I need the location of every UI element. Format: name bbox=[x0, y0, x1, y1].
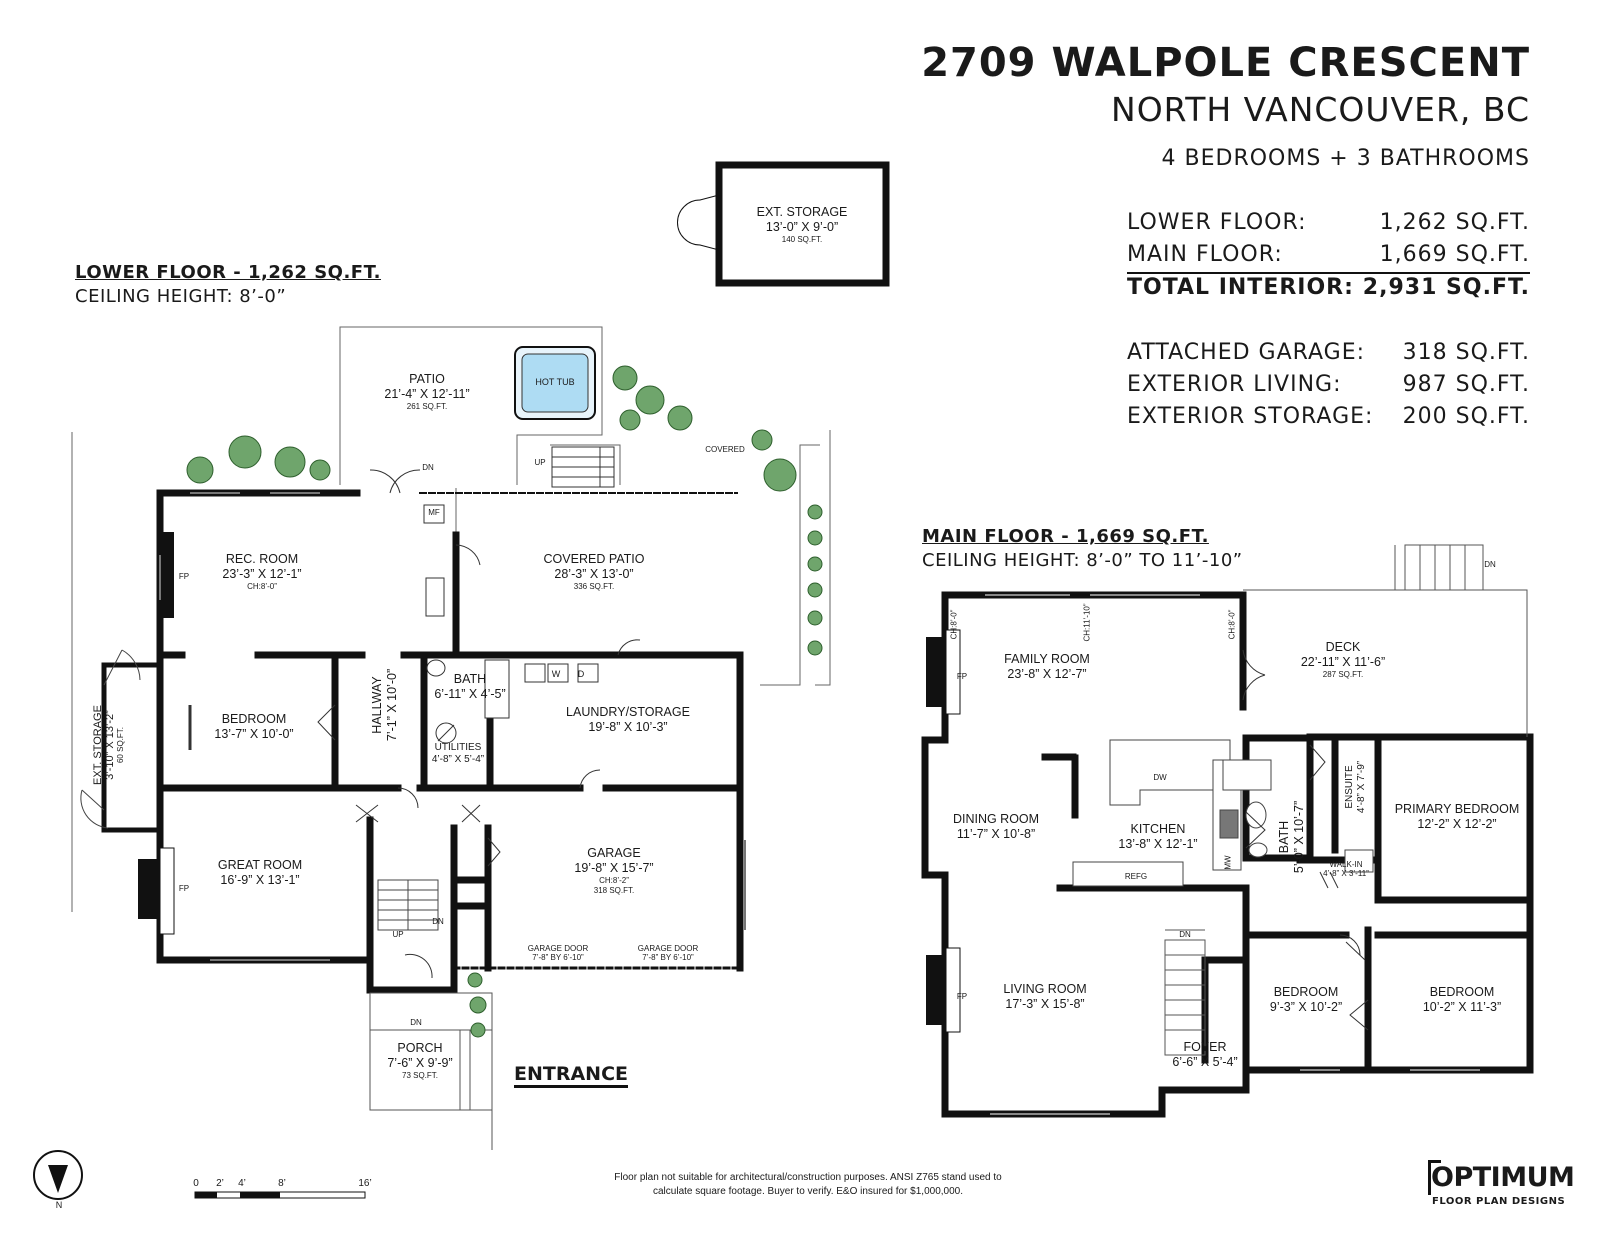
dryer-label: D bbox=[577, 669, 585, 679]
ch-label-2: CH:11’-10” bbox=[1082, 603, 1092, 642]
room-utilities: UTILITIES 4’-8” X 5’-4” bbox=[431, 742, 485, 765]
scale-label-16: 16’ bbox=[358, 1178, 372, 1189]
dn-label-foyer: DN bbox=[1179, 930, 1191, 939]
room-deck: DECK 22’-11” X 11’-6” 287 SQ.FT. bbox=[1300, 640, 1386, 679]
room-walk-in: WALK-IN 4’-8” X 3’-11” bbox=[1323, 860, 1369, 878]
porch-outline bbox=[369, 992, 493, 1111]
stat-label-total: TOTAL INTERIOR: bbox=[1127, 275, 1354, 300]
stat-value-lower: 1,262 SQ.FT. bbox=[1379, 210, 1530, 235]
stat-label-lower: LOWER FLOOR: bbox=[1127, 210, 1307, 235]
room-ext-storage-top: EXT. STORAGE 13’-0” X 9’-0” 140 SQ.FT. bbox=[756, 205, 848, 244]
ch-label-3: CH:8’-0” bbox=[1227, 609, 1237, 640]
room-covered-patio: COVERED PATIO 28’-3” X 13’-0” 336 SQ.FT. bbox=[543, 552, 645, 591]
dn-label-porch: DN bbox=[410, 1018, 422, 1027]
room-garage: GARAGE 19’-8” X 15’-7” CH:8’-2” 318 SQ.F… bbox=[574, 846, 654, 895]
stat-label-main: MAIN FLOOR: bbox=[1127, 242, 1283, 267]
bed-bath-count: 4 BEDROOMS + 3 BATHROOMS bbox=[1161, 146, 1530, 171]
room-great-room: GREAT ROOM 16’-9” X 13’-1” bbox=[217, 858, 303, 887]
room-living-room: LIVING ROOM 17’-3” X 15’-8” bbox=[1003, 982, 1087, 1011]
room-bedroom-lower: BEDROOM 13’-7” X 10’-0” bbox=[214, 712, 294, 741]
room-bath-main: BATH 5’-0” X 10’-7” bbox=[1277, 800, 1306, 874]
scale-label-0: 0 bbox=[193, 1178, 199, 1189]
stat-value-ext-living: 987 SQ.FT. bbox=[1402, 372, 1530, 397]
microwave-label: MW bbox=[1223, 855, 1233, 870]
stat-label-ext-storage: EXTERIOR STORAGE: bbox=[1127, 404, 1374, 429]
stat-label-garage: ATTACHED GARAGE: bbox=[1127, 340, 1366, 365]
room-hallway: HALLWAY 7’-1” X 10’-0” bbox=[370, 668, 399, 742]
logo-name: OPTIMUM bbox=[1431, 1162, 1575, 1193]
room-kitchen: KITCHEN 13’-8” X 12’-1” bbox=[1118, 822, 1198, 851]
lower-floor-title: LOWER FLOOR - 1,262 SQ.FT. bbox=[75, 262, 381, 283]
room-porch: PORCH 7’-6” X 9’-9” 73 SQ.FT. bbox=[387, 1041, 453, 1080]
fp-label-living: FP bbox=[956, 992, 968, 1001]
room-foyer: FOYER 6’-6” X 5’-4” bbox=[1172, 1040, 1238, 1069]
ext-storage-side-outline bbox=[101, 662, 163, 833]
stat-value-ext-storage: 200 SQ.FT. bbox=[1402, 404, 1530, 429]
scale-label-8: 8’ bbox=[278, 1178, 286, 1189]
fp-label-great: FP bbox=[178, 884, 190, 893]
patio-outline bbox=[339, 326, 603, 485]
room-ensuite: ENSUITE 4’-8” X 7’-9” bbox=[1344, 760, 1367, 814]
compass-north-label: N bbox=[55, 1200, 63, 1210]
up-label-entry: UP bbox=[392, 930, 404, 939]
dn-label-entry: DN bbox=[432, 917, 444, 926]
room-bath-lower: BATH 6’-11” X 4’-5” bbox=[434, 672, 506, 701]
stat-value-main: 1,669 SQ.FT. bbox=[1379, 242, 1530, 267]
main-floor-outline bbox=[941, 591, 1247, 711]
main-floor-ceiling: CEILING HEIGHT: 8’-0” TO 11’-10” bbox=[922, 550, 1243, 571]
covered-label: COVERED bbox=[705, 445, 745, 454]
stat-value-garage: 318 SQ.FT. bbox=[1402, 340, 1530, 365]
fridge-label: REFG bbox=[1124, 872, 1148, 881]
dn-label-deck: DN bbox=[1484, 560, 1496, 569]
room-family-room: FAMILY ROOM 23’-8” X 12’-7” bbox=[1004, 652, 1090, 681]
garage-door-2-label: GARAGE DOOR 7’-8” BY 6’-10” bbox=[637, 944, 699, 962]
lower-floor-ceiling: CEILING HEIGHT: 8’-0” bbox=[75, 286, 287, 307]
up-label-patio: UP bbox=[534, 458, 546, 467]
fireplace-rec-room bbox=[160, 532, 174, 618]
logo-tagline: FLOOR PLAN DESIGNS bbox=[1432, 1196, 1566, 1207]
scale-label-4: 4’ bbox=[238, 1178, 246, 1189]
mf-label: MF bbox=[428, 508, 440, 517]
ext-storage-top-outline bbox=[715, 161, 890, 287]
room-laundry: LAUNDRY/STORAGE 19’-8” X 10’-3” bbox=[566, 705, 690, 734]
room-patio: PATIO 21’-4” X 12’-11” 261 SQ.FT. bbox=[384, 372, 470, 411]
stat-label-ext-living: EXTERIOR LIVING: bbox=[1127, 372, 1342, 397]
stat-value-total: 2,931 SQ.FT. bbox=[1362, 275, 1530, 300]
compass-icon bbox=[33, 1150, 83, 1200]
room-dining-room: DINING ROOM 11’-7” X 10’-8” bbox=[952, 812, 1040, 841]
city-subtitle: NORTH VANCOUVER, BC bbox=[1111, 90, 1530, 129]
room-primary-bedroom: PRIMARY BEDROOM 12’-2” X 12’-2” bbox=[1394, 802, 1520, 831]
scale-bar bbox=[194, 1191, 366, 1199]
entrance-label: ENTRANCE bbox=[514, 1063, 628, 1088]
total-divider bbox=[1127, 272, 1530, 274]
fp-label-rec: FP bbox=[178, 572, 190, 581]
ch-label-1: CH:8’-0” bbox=[949, 609, 959, 640]
disclaimer-text: Floor plan not suitable for architectura… bbox=[614, 1172, 1002, 1197]
room-ext-storage-side: EXT. STORAGE 3’-10” X 13’-2” 60 SQ.FT. bbox=[92, 705, 125, 785]
deck-outline bbox=[1243, 589, 1528, 737]
room-bedroom-main-1: BEDROOM 9’-3” X 10’-2” bbox=[1269, 985, 1343, 1014]
room-bedroom-main-2: BEDROOM 10’-2” X 11’-3” bbox=[1422, 985, 1502, 1014]
address-title: 2709 WALPOLE CRESCENT bbox=[921, 40, 1530, 86]
kitchen-island bbox=[1109, 739, 1231, 806]
fp-label-family: FP bbox=[956, 672, 968, 681]
dishwasher-label: DW bbox=[1153, 773, 1167, 782]
washer-label: W bbox=[551, 669, 561, 679]
garage-door-1-label: GARAGE DOOR 7’-8” BY 6’-10” bbox=[527, 944, 589, 962]
room-rec-room: REC. ROOM 23’-3” X 12’-1” CH:8’-0” bbox=[222, 552, 302, 591]
hot-tub-label: HOT TUB bbox=[535, 377, 575, 387]
scale-label-2: 2’ bbox=[216, 1178, 224, 1189]
dn-label-patio: DN bbox=[422, 463, 434, 472]
main-floor-title: MAIN FLOOR - 1,669 SQ.FT. bbox=[922, 526, 1209, 547]
logo-mark bbox=[1428, 1160, 1441, 1195]
